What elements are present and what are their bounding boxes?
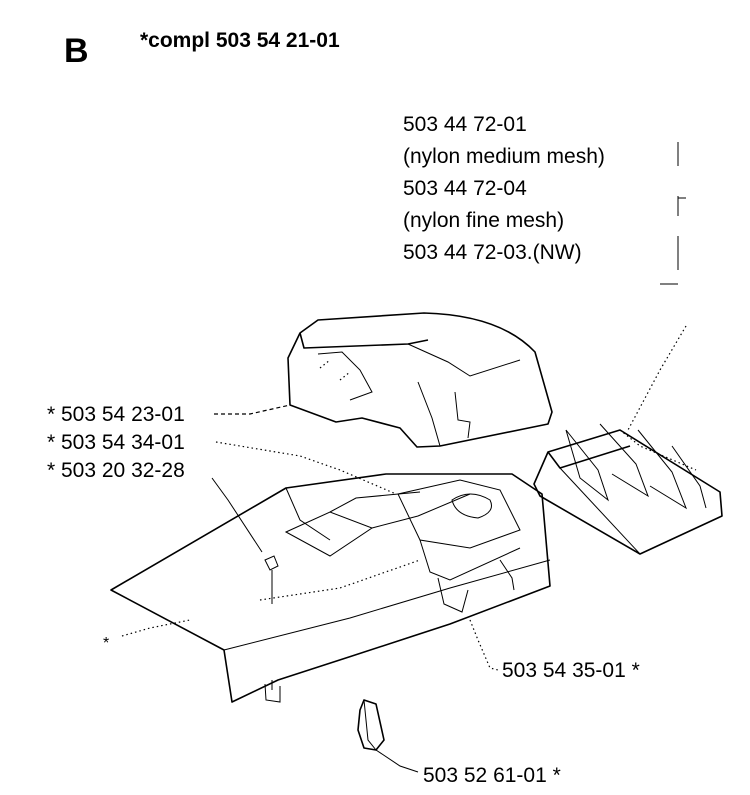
filter-part-number-2: 503 44 72-04 <box>403 177 527 200</box>
housing-cover-part <box>110 473 551 703</box>
callout-cover-top: * 503 54 23-01 <box>47 403 185 426</box>
top-cover-part <box>287 312 553 448</box>
filter-bracket <box>660 142 686 285</box>
callout-gasket: * 503 54 34-01 <box>47 431 185 454</box>
callout-nut: 503 54 35-01 * <box>502 659 640 682</box>
filter-description-2: (nylon fine mesh) <box>403 209 565 232</box>
filter-part-number-3: 503 44 72-03.(NW) <box>403 241 582 264</box>
filter-part-number-1: 503 44 72-01 <box>403 113 527 136</box>
leader-lines <box>121 325 687 773</box>
section-letter: B <box>64 32 89 70</box>
callout-screw: * 503 20 32-28 <box>47 459 185 482</box>
assembly-title: *compl 503 54 21-01 <box>140 29 340 52</box>
filter-description-1: (nylon medium mesh) <box>403 145 605 168</box>
air-filter-part <box>533 423 723 555</box>
plate-part <box>357 699 385 751</box>
callout-asterisk: * <box>103 635 110 652</box>
callout-plate: 503 52 61-01 * <box>423 764 561 787</box>
